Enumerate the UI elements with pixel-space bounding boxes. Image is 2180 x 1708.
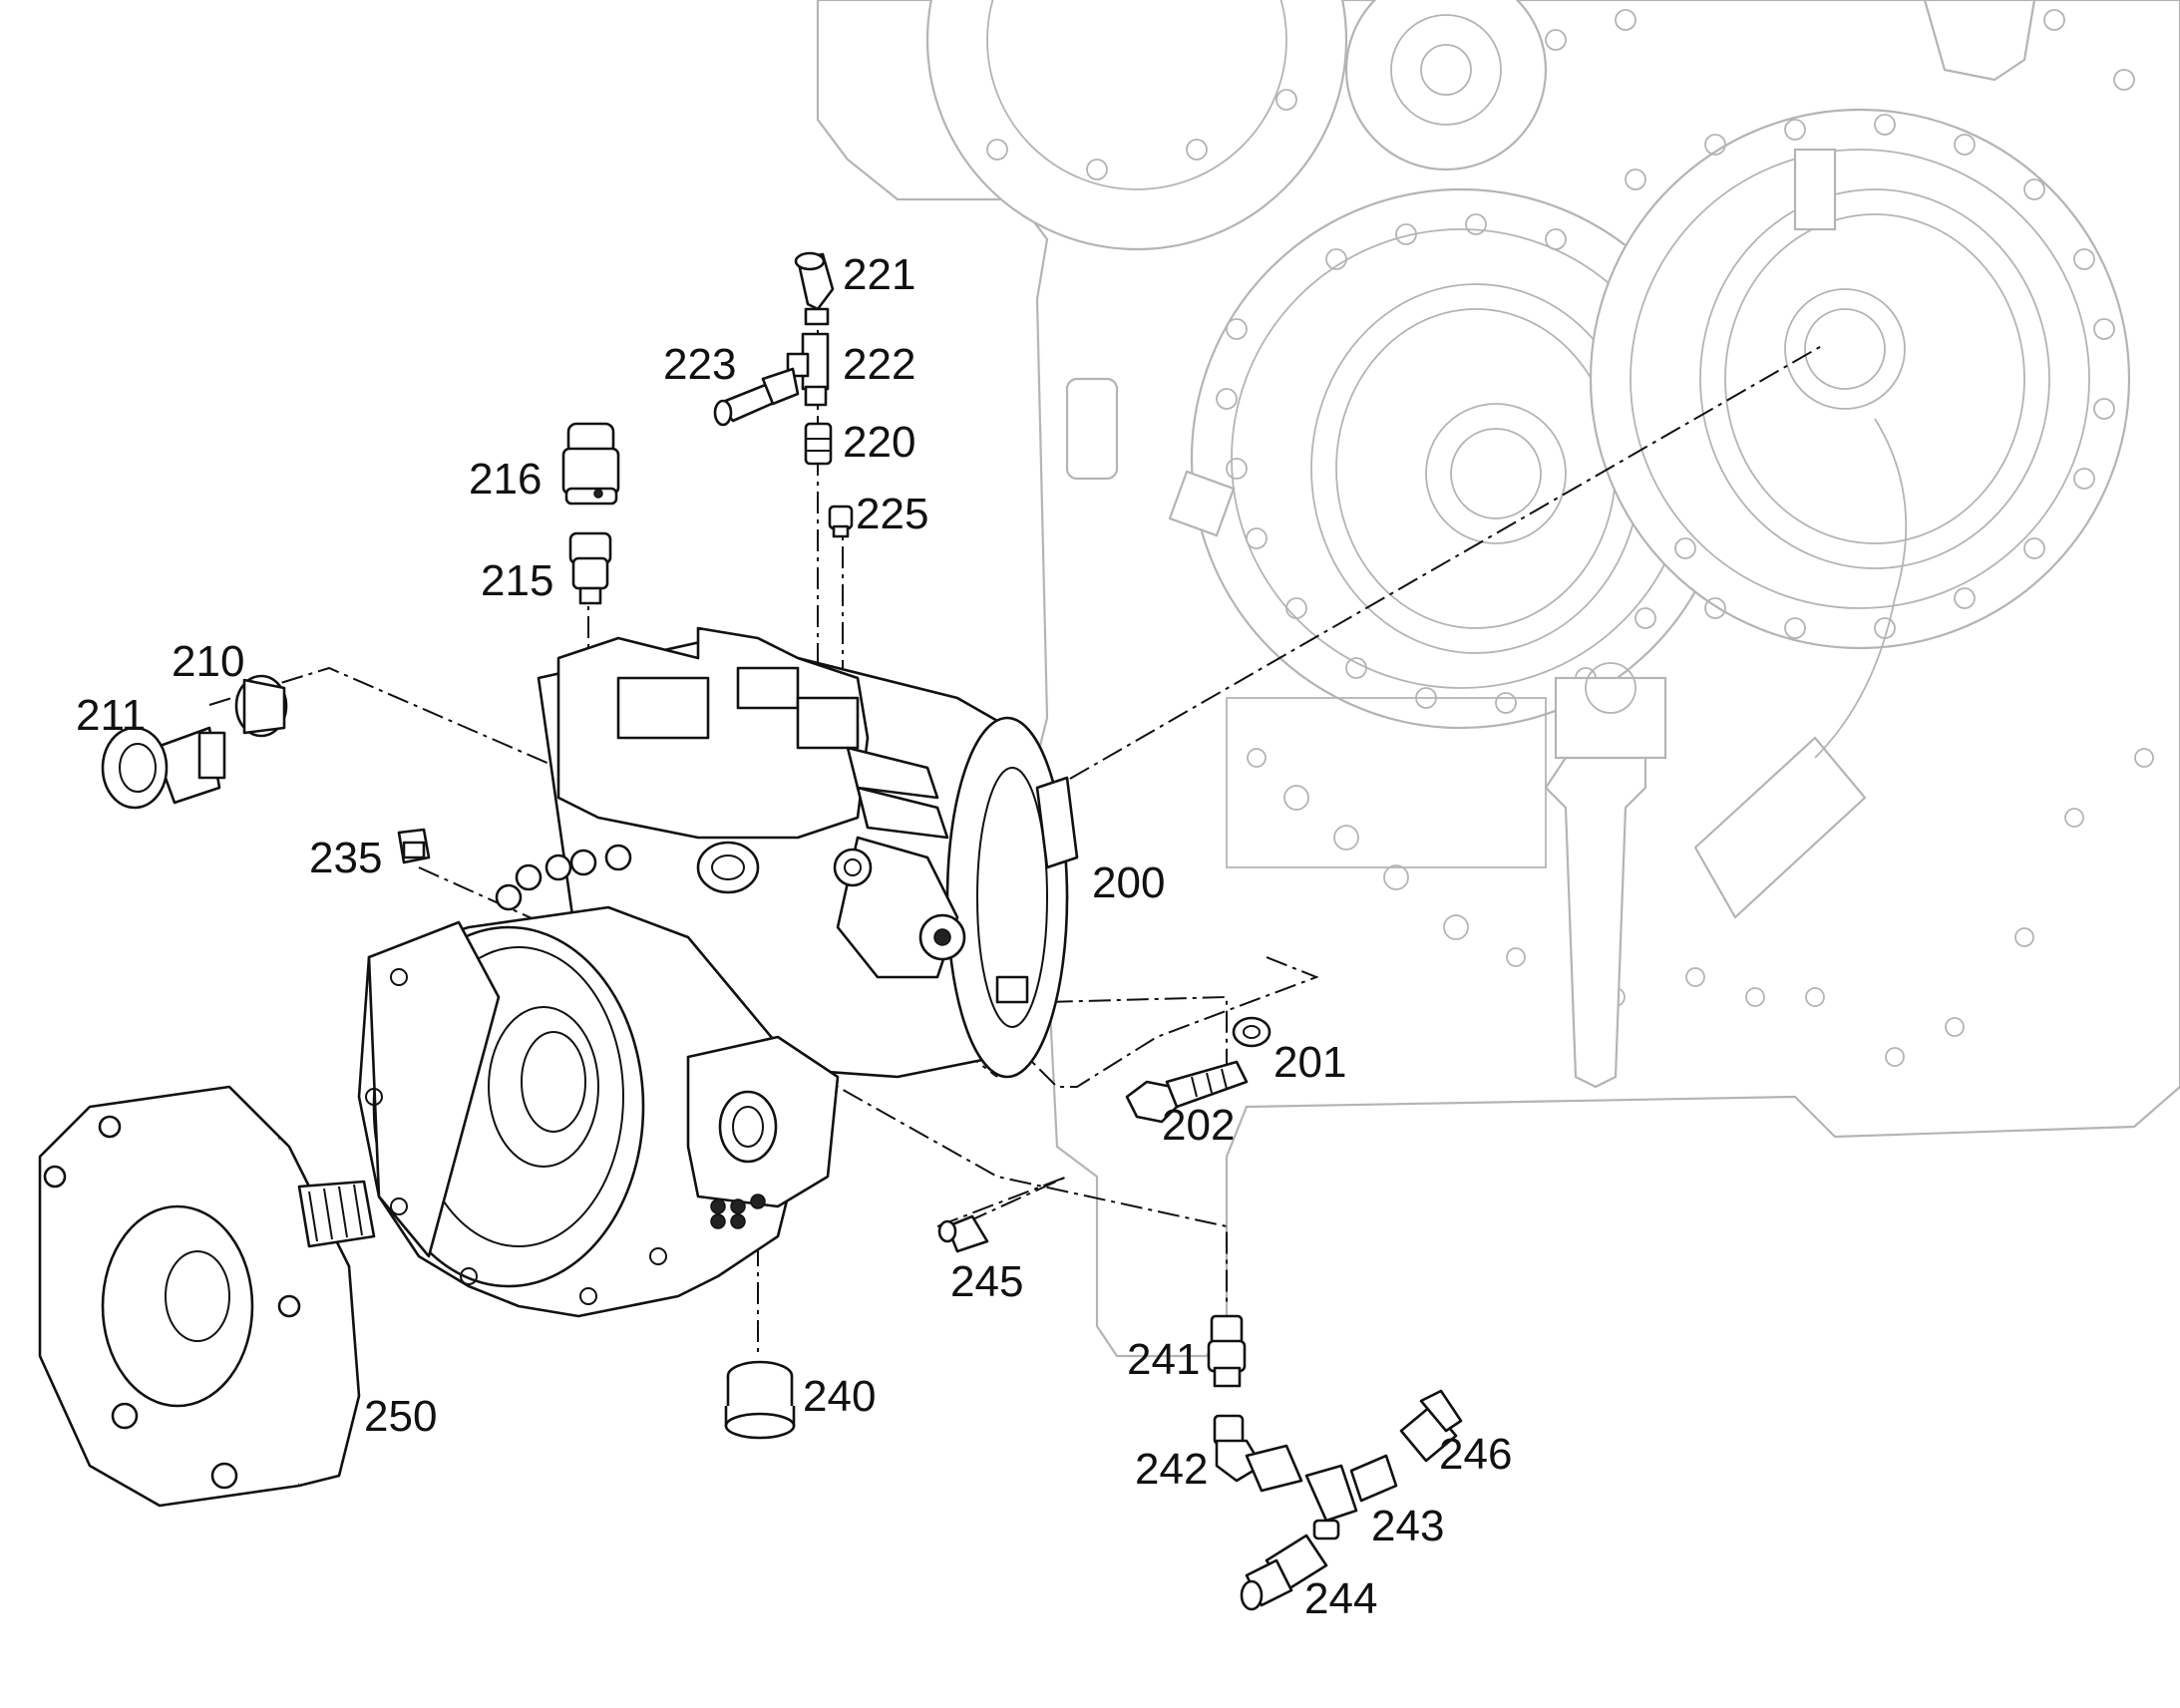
- callout-221: 221: [843, 250, 915, 299]
- transmission-housing-ghost: [816, 0, 2180, 1358]
- callout-241: 241: [1127, 1335, 1200, 1384]
- elbow-fitting-245: [937, 1214, 989, 1253]
- elbow-fitting-242: [1213, 1414, 1303, 1493]
- callout-201: 201: [1273, 1038, 1346, 1087]
- plug-225: [828, 505, 854, 538]
- callout-242: 242: [1135, 1445, 1208, 1494]
- callout-216: 216: [469, 455, 542, 504]
- breather-216: [561, 422, 620, 506]
- plug-235: [397, 828, 431, 864]
- callout-250: 250: [364, 1392, 437, 1441]
- callout-240: 240: [803, 1372, 876, 1421]
- callout-202: 202: [1162, 1101, 1235, 1150]
- washer-201: [1232, 1016, 1272, 1048]
- sensor-244: [1240, 1534, 1328, 1611]
- callout-220: 220: [843, 418, 915, 467]
- callout-labels: 221 222 223 220 225 216 215 210 211 235 …: [76, 250, 1512, 1623]
- drain-plug-240: [724, 1360, 796, 1440]
- tee-fitting-243: [1304, 1454, 1398, 1540]
- threaded-plug-210: [234, 674, 288, 738]
- adapter-215: [568, 531, 612, 605]
- callout-225: 225: [856, 490, 928, 538]
- pressure-sensor-223: [713, 367, 800, 427]
- callout-200: 200: [1092, 858, 1165, 907]
- elbow-fitting-211: [101, 726, 226, 810]
- tee-fitting-222: [786, 332, 830, 407]
- adapter-220: [804, 422, 833, 466]
- callout-211: 211: [76, 691, 146, 740]
- callout-215: 215: [481, 556, 553, 605]
- fitting-246: [1399, 1389, 1463, 1463]
- adapter-241: [1207, 1314, 1247, 1388]
- callout-246: 246: [1439, 1430, 1512, 1479]
- callout-222: 222: [843, 340, 915, 389]
- callout-243: 243: [1371, 1502, 1444, 1550]
- callout-245: 245: [950, 1257, 1023, 1306]
- adapter-plate-250: [38, 1085, 376, 1508]
- elbow-fitting-221: [794, 251, 835, 326]
- callout-244: 244: [1304, 1574, 1377, 1623]
- bolt-202: [1125, 1060, 1249, 1124]
- callout-210: 210: [172, 637, 244, 686]
- hydraulic-pump-200: [357, 626, 1079, 1318]
- callout-223: 223: [663, 340, 736, 389]
- callout-235: 235: [309, 834, 382, 882]
